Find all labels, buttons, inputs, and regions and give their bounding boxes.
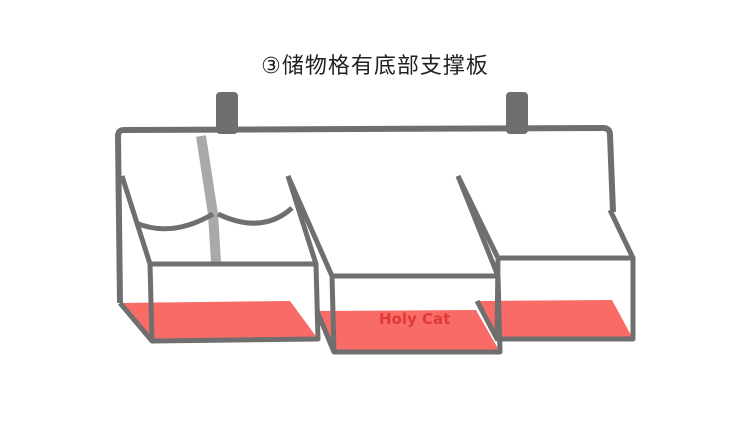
left-pocket-front [119, 175, 321, 344]
right-pocket-front [455, 174, 636, 342]
elastic-band-left [135, 211, 215, 232]
bottom-board-middle [317, 310, 500, 352]
watermark-text: Holy Cat [379, 310, 450, 328]
left-pocket-base-edge [118, 301, 154, 343]
back-panel-outline [115, 125, 616, 304]
middle-pocket-base-edge [314, 310, 337, 353]
bottom-board-right [477, 300, 633, 339]
middle-pocket-front [285, 174, 503, 355]
pocket-strap [196, 135, 221, 263]
left-hook [216, 92, 238, 134]
diagram-title: ③储物格有底部支撑板 [261, 54, 489, 79]
right-pocket-base-edge [474, 299, 500, 341]
bottom-board-left [120, 301, 318, 341]
right-hook [506, 92, 528, 134]
elastic-band-right [216, 206, 294, 226]
